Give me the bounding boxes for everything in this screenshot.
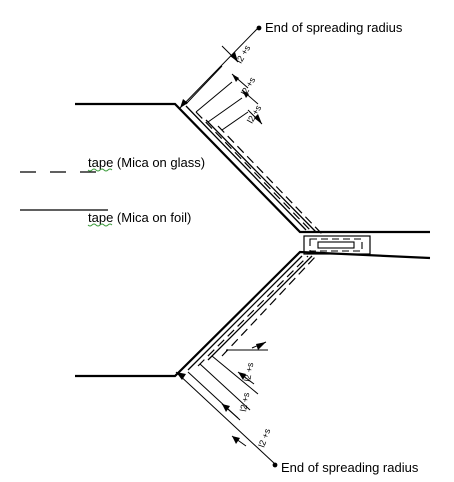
lower-witness-3 bbox=[211, 355, 259, 395]
legend-glass-label: tape (Mica on glass) bbox=[88, 155, 205, 170]
lower-spread-arrowhead bbox=[176, 372, 186, 380]
upper-layer-glass-2 bbox=[217, 125, 323, 235]
upper-dim-1-arrow bbox=[230, 52, 238, 62]
end-spreading-radius-top: End of spreading radius bbox=[265, 20, 403, 35]
legend-glass-mica-text: (Mica on glass) bbox=[113, 155, 205, 170]
lower-layer-foil-1 bbox=[187, 255, 303, 371]
upper-dim-4-arrow bbox=[254, 114, 262, 124]
upper-spread-end-dot bbox=[256, 25, 262, 31]
junction-layer-2 bbox=[309, 238, 363, 252]
upper-layer-foil-2 bbox=[205, 119, 317, 233]
upper-layer-foil-1 bbox=[185, 105, 307, 231]
upper-witness-2 bbox=[195, 81, 233, 113]
end-spreading-radius-bottom: End of spreading radius bbox=[281, 460, 419, 475]
lower-spread-end-dot bbox=[272, 462, 278, 468]
upper-witness-3 bbox=[207, 97, 243, 123]
upper-layer-glass-1 bbox=[195, 111, 313, 233]
lower-dim-label-1: l2 +s bbox=[242, 361, 255, 382]
legend-foil-tape-word: tape bbox=[88, 210, 113, 225]
lower-witness-2 bbox=[199, 363, 251, 411]
spellcheck-squiggle-1 bbox=[87, 168, 113, 172]
upper-witness-1 bbox=[185, 65, 223, 105]
lower-layer-foil-2 bbox=[207, 255, 313, 361]
lower-dim-3-arrow bbox=[222, 404, 230, 412]
lower-layer-glass-2 bbox=[221, 255, 317, 357]
conductor-upper-outline bbox=[75, 102, 430, 234]
lower-spread-line bbox=[175, 371, 276, 465]
upper-witness-4 bbox=[221, 111, 249, 131]
upper-spread-line bbox=[179, 27, 259, 109]
upper-dim-2-arrow bbox=[232, 74, 239, 82]
spellcheck-squiggle-2 bbox=[87, 223, 113, 227]
upper-dim-label-1: l2 +s bbox=[234, 43, 253, 65]
lower-layer-glass-1 bbox=[197, 255, 309, 367]
upper-dim-label-2: l2 +s bbox=[239, 75, 258, 97]
junction-layer-1 bbox=[303, 235, 371, 255]
lower-dim-2-arrow bbox=[238, 372, 246, 380]
legend-foil-label: tape (Mica on foil) bbox=[88, 210, 191, 225]
lower-dim-label-2: l2 +s bbox=[238, 391, 251, 412]
upper-dim-3-arrow bbox=[242, 90, 249, 98]
lower-dim-label-3: l2 +s bbox=[256, 427, 272, 449]
junction-layer-3 bbox=[317, 241, 355, 249]
legend-foil-mica-text: (Mica on foil) bbox=[113, 210, 191, 225]
lower-dim-1-arrow bbox=[256, 342, 266, 350]
conductor-lower-outline bbox=[75, 250, 431, 378]
legend-glass-tape-word: tape bbox=[88, 155, 113, 170]
upper-spread-arrowhead bbox=[180, 99, 188, 108]
lower-dim-4-arrow bbox=[232, 436, 240, 444]
